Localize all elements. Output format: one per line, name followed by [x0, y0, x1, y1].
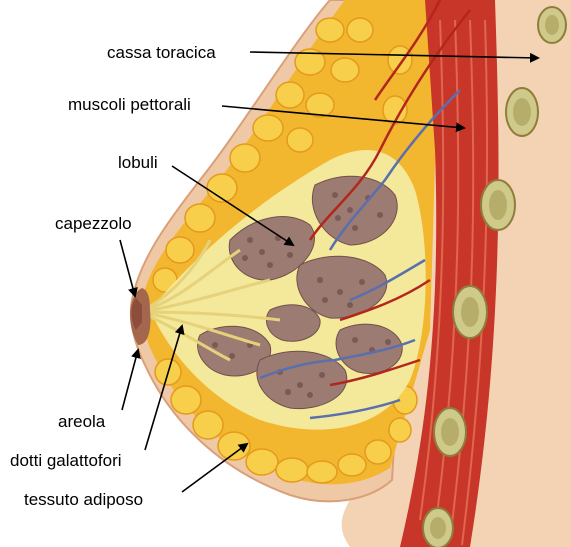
label-rib-cage: cassa toracica — [107, 43, 216, 62]
label-areola: areola — [58, 412, 106, 431]
label-milk-ducts: dotti galattofori — [10, 451, 122, 470]
label-nipple: capezzolo — [55, 214, 132, 233]
label-adipose-tissue: tessuto adiposo — [24, 490, 143, 509]
label-pectoral-muscles: muscoli pettorali — [68, 95, 191, 114]
label-lobules: lobuli — [118, 153, 158, 172]
